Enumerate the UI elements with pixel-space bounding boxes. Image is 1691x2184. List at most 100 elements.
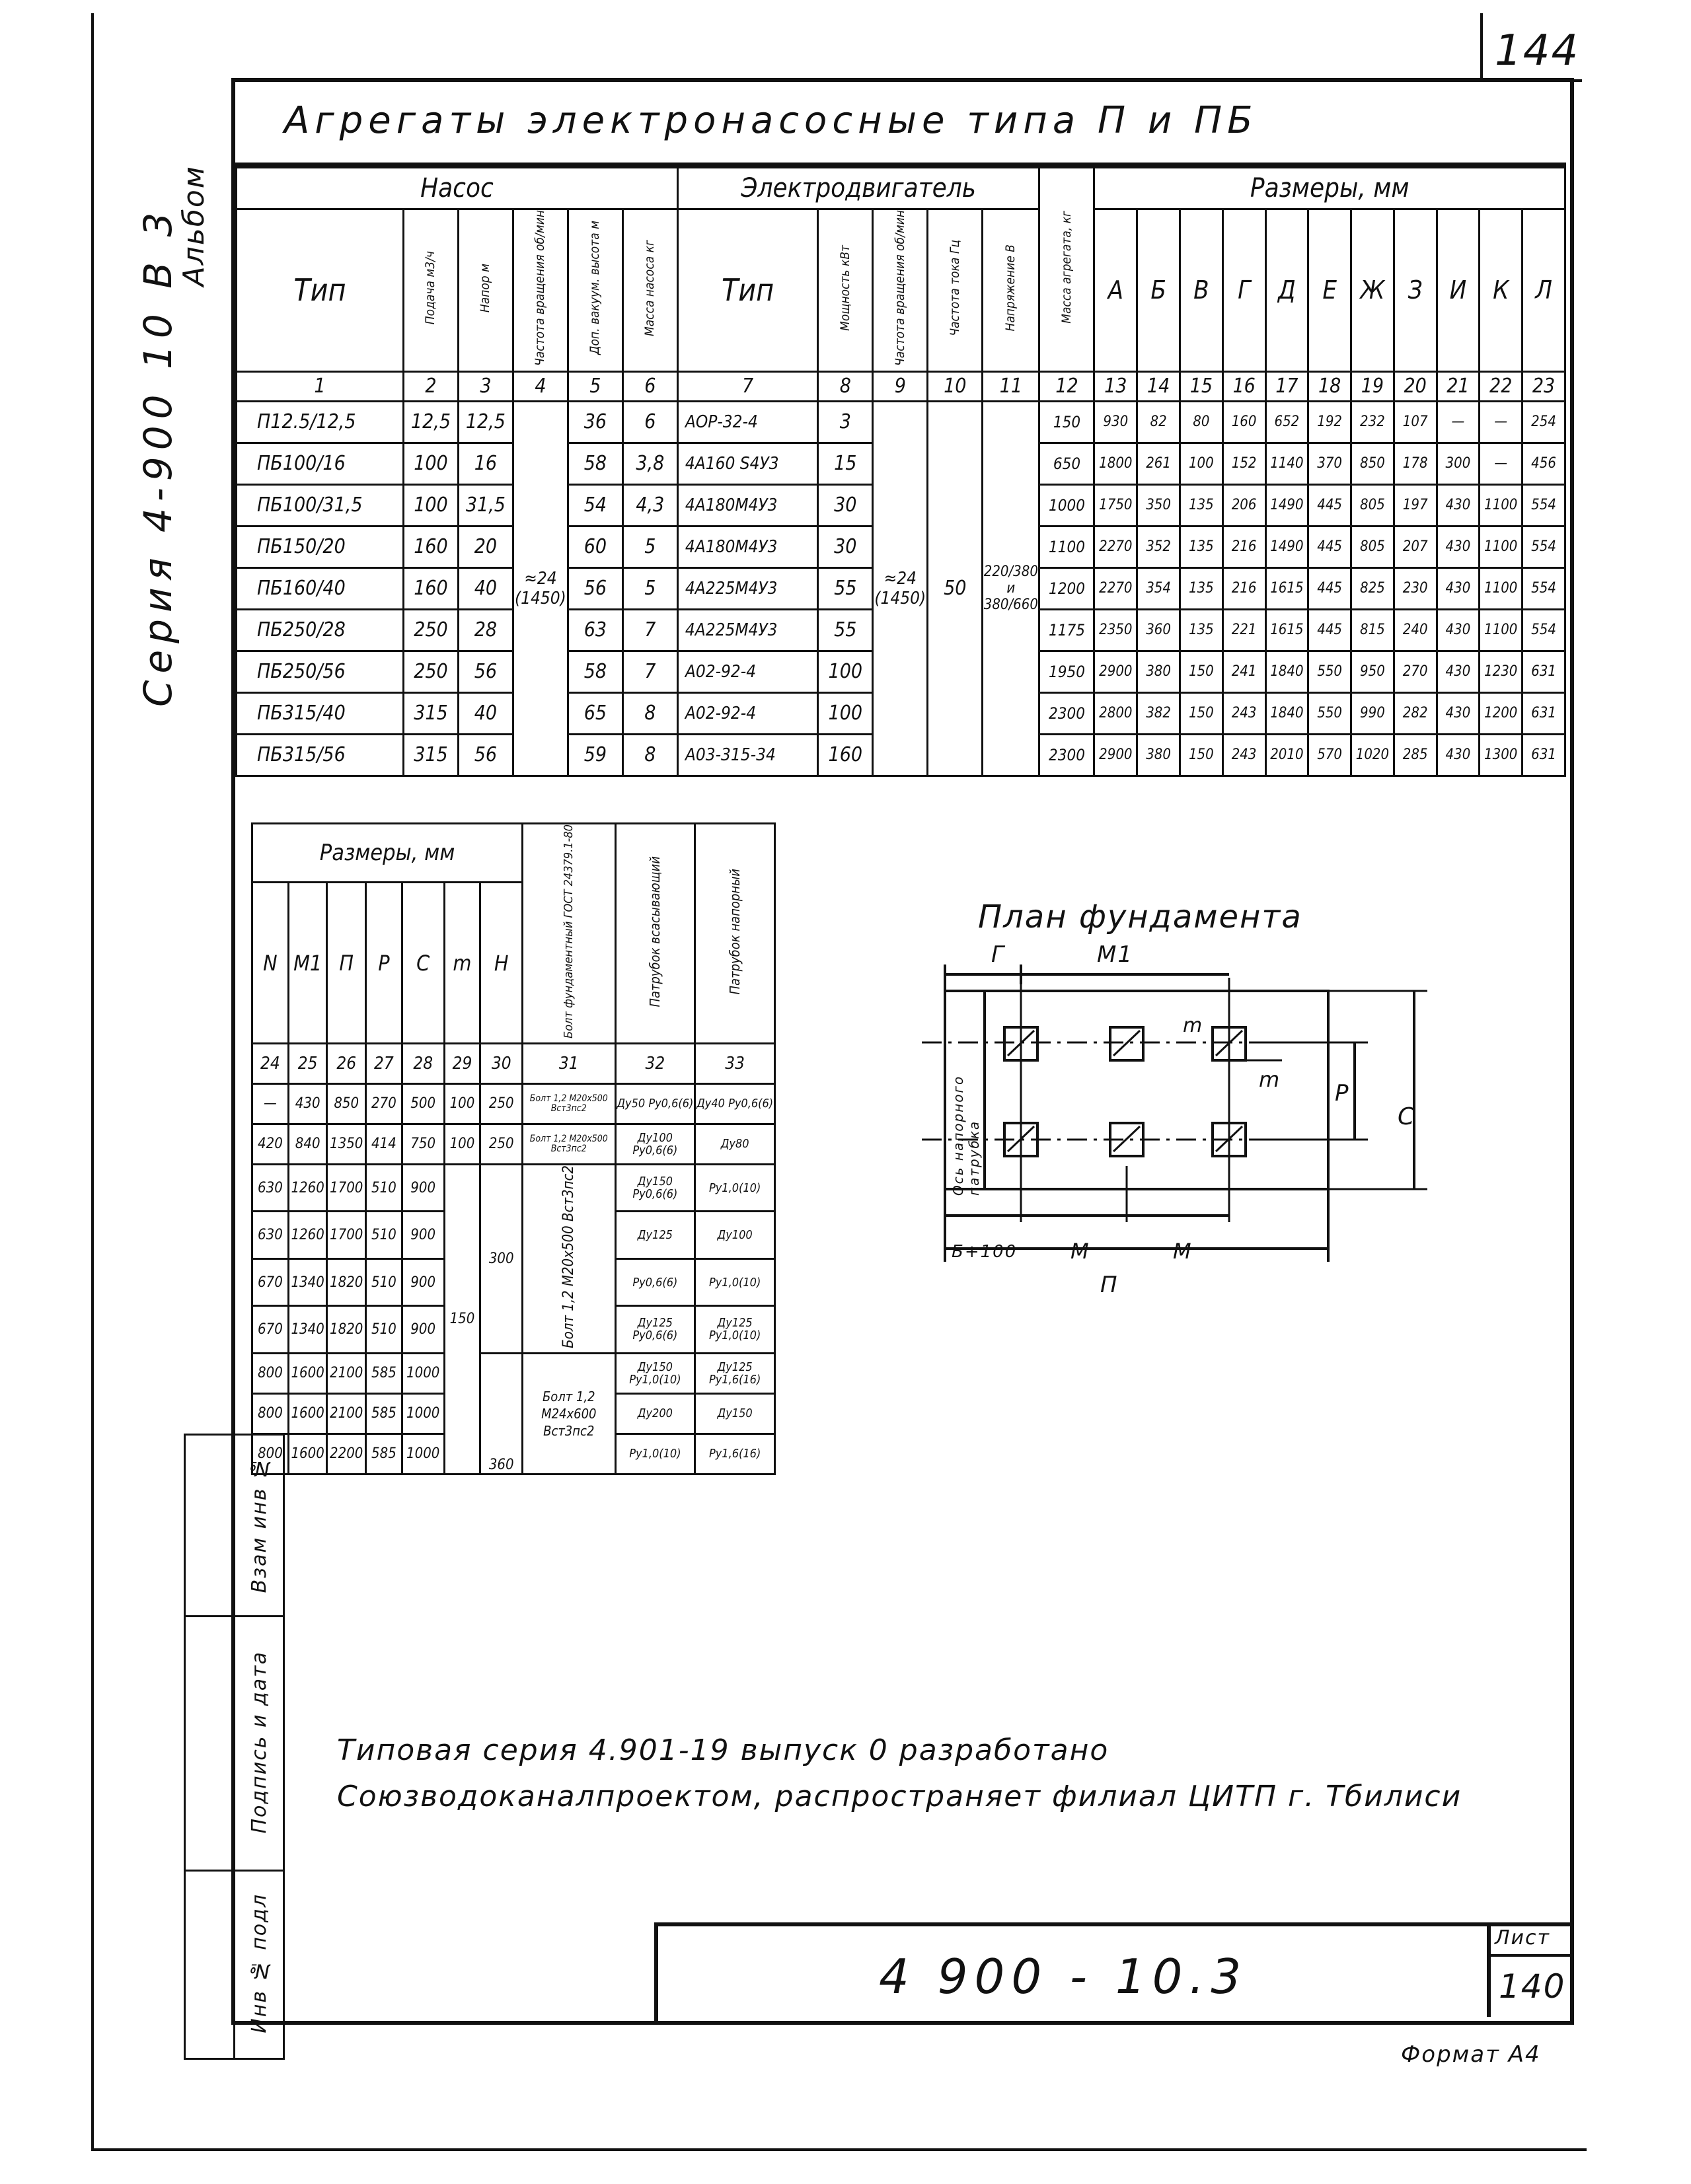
cell-size: 554 bbox=[1521, 566, 1566, 610]
cell-size: 243 bbox=[1221, 691, 1267, 735]
cell-size: 1340 bbox=[287, 1257, 328, 1307]
cell-motor: А02-92-4 bbox=[676, 691, 819, 735]
sheet-number: 144 bbox=[1495, 26, 1580, 75]
col-number: 3 bbox=[457, 370, 514, 402]
cell-c5: 56 bbox=[566, 566, 624, 610]
cell-size: 1820 bbox=[326, 1257, 367, 1307]
cell-size: 243 bbox=[1221, 733, 1267, 777]
size-letter: К bbox=[1478, 208, 1524, 373]
cell-size: 1300 bbox=[1478, 733, 1524, 777]
cell-size: 2270 bbox=[1093, 525, 1139, 569]
col-freq: Частота тока Гц bbox=[926, 208, 984, 373]
foundation-table: Размеры, мм Болт фундаментный ГОСТ 24379… bbox=[250, 822, 776, 1475]
col-head: Напор м bbox=[457, 208, 514, 373]
stamp-field: Подпись и дата bbox=[247, 1650, 271, 1834]
cell-size: 270 bbox=[365, 1082, 403, 1125]
cell-size: 100 bbox=[443, 1082, 482, 1125]
cell-power: 100 bbox=[817, 649, 874, 694]
cell-c6: 7 bbox=[621, 649, 679, 694]
cell-c5: 60 bbox=[566, 525, 624, 569]
list-number: 140 bbox=[1499, 1967, 1566, 2006]
cell-size: 1350 bbox=[326, 1122, 367, 1165]
size-letter: З bbox=[1392, 208, 1438, 373]
cell-c6: 8 bbox=[621, 733, 679, 777]
size-letter: Н bbox=[479, 881, 524, 1044]
cell-size: 216 bbox=[1221, 525, 1267, 569]
cell-size: 300 bbox=[1435, 441, 1481, 486]
cell-size: — bbox=[1435, 400, 1481, 444]
col-number: 7 bbox=[676, 370, 819, 402]
cell-size: 1000 bbox=[400, 1352, 445, 1395]
cell-size: 1600 bbox=[287, 1352, 328, 1395]
plan-title: План фундамента bbox=[978, 898, 1302, 935]
cell-size: 1260 bbox=[287, 1210, 328, 1260]
col-number: 12 bbox=[1038, 370, 1096, 402]
cell-bolt-merged: Болт 1,2 М20х500 Вст3пс2 bbox=[521, 1163, 617, 1354]
title-rule bbox=[235, 163, 1566, 166]
cell-size: 630 bbox=[251, 1210, 289, 1260]
cell-size: 800 bbox=[251, 1392, 289, 1435]
cell-head: 40 bbox=[457, 691, 514, 735]
cell-power: 15 bbox=[817, 441, 874, 486]
cell-type: П12.5/12,5 bbox=[235, 400, 404, 444]
col-number: 32 bbox=[614, 1042, 696, 1085]
cell-size: 850 bbox=[326, 1082, 367, 1125]
cell-mass: 650 bbox=[1038, 441, 1096, 486]
cell-size: 1000 bbox=[400, 1392, 445, 1435]
col-motor-type: Тип bbox=[676, 208, 819, 373]
cell-size: 82 bbox=[1136, 400, 1181, 444]
foundation-plan bbox=[922, 965, 1427, 1262]
plan-label-m-top: m bbox=[1183, 1014, 1204, 1037]
cell-motor: 4А225М4У3 bbox=[676, 566, 819, 610]
cell-mass: 1000 bbox=[1038, 483, 1096, 527]
cell-h-merged: 300 bbox=[479, 1163, 524, 1354]
album-label: Альбом bbox=[177, 165, 211, 287]
cell-size: 282 bbox=[1392, 691, 1438, 735]
cell-size: 1490 bbox=[1264, 525, 1310, 569]
cell-size: 380 bbox=[1136, 649, 1181, 694]
cell-size: 805 bbox=[1350, 525, 1395, 569]
cell-discharge: Ду40 Ру0,6(6) bbox=[694, 1082, 776, 1125]
cell-size: 107 bbox=[1392, 400, 1438, 444]
col-number: 14 bbox=[1136, 370, 1181, 402]
size-letter: С bbox=[400, 881, 445, 1044]
cell-size: 2900 bbox=[1093, 733, 1139, 777]
col-4: Частота вращения об/мин bbox=[511, 208, 569, 373]
plan-outline bbox=[944, 990, 1330, 1190]
cell-flow: 315 bbox=[402, 691, 459, 735]
plan-label-n: П bbox=[1100, 1272, 1119, 1298]
col-number: 18 bbox=[1307, 370, 1353, 402]
cell-size: 445 bbox=[1307, 483, 1353, 527]
cell-c5: 54 bbox=[566, 483, 624, 527]
size-letter: Б bbox=[1136, 208, 1181, 373]
size-letter: Р bbox=[365, 881, 403, 1044]
cell-suction: Ду125 Ру0,6(6) bbox=[614, 1305, 696, 1354]
cell-motor: АОР-32-4 bbox=[676, 400, 819, 444]
cell-bolt-merged: Болт 1,2 М24х600 Вст3пс2 bbox=[521, 1352, 617, 1475]
col-mass: Масса агрегата, кг bbox=[1038, 166, 1096, 373]
plan-label-g: Г bbox=[991, 941, 1005, 968]
cell-type: ПБ315/56 bbox=[235, 733, 404, 777]
cell-c6: 7 bbox=[621, 608, 679, 652]
format-label: Формат А4 bbox=[1401, 2041, 1541, 2068]
col-number: 25 bbox=[287, 1042, 328, 1085]
cell-motor: 4А225М4У3 bbox=[676, 608, 819, 652]
size-letter: М1 bbox=[287, 881, 328, 1044]
cell-size: 382 bbox=[1136, 691, 1181, 735]
cell-size: 360 bbox=[1136, 608, 1181, 652]
size-letter: m bbox=[443, 881, 482, 1044]
cell-size: 990 bbox=[1350, 691, 1395, 735]
cell-size: 825 bbox=[1350, 566, 1395, 610]
cell-size: 2800 bbox=[1093, 691, 1139, 735]
size-letter: Ж bbox=[1350, 208, 1395, 373]
col-number: 6 bbox=[621, 370, 679, 402]
cell-c6: 4,3 bbox=[621, 483, 679, 527]
cell-size: 815 bbox=[1350, 608, 1395, 652]
cell-size: 430 bbox=[1435, 483, 1481, 527]
